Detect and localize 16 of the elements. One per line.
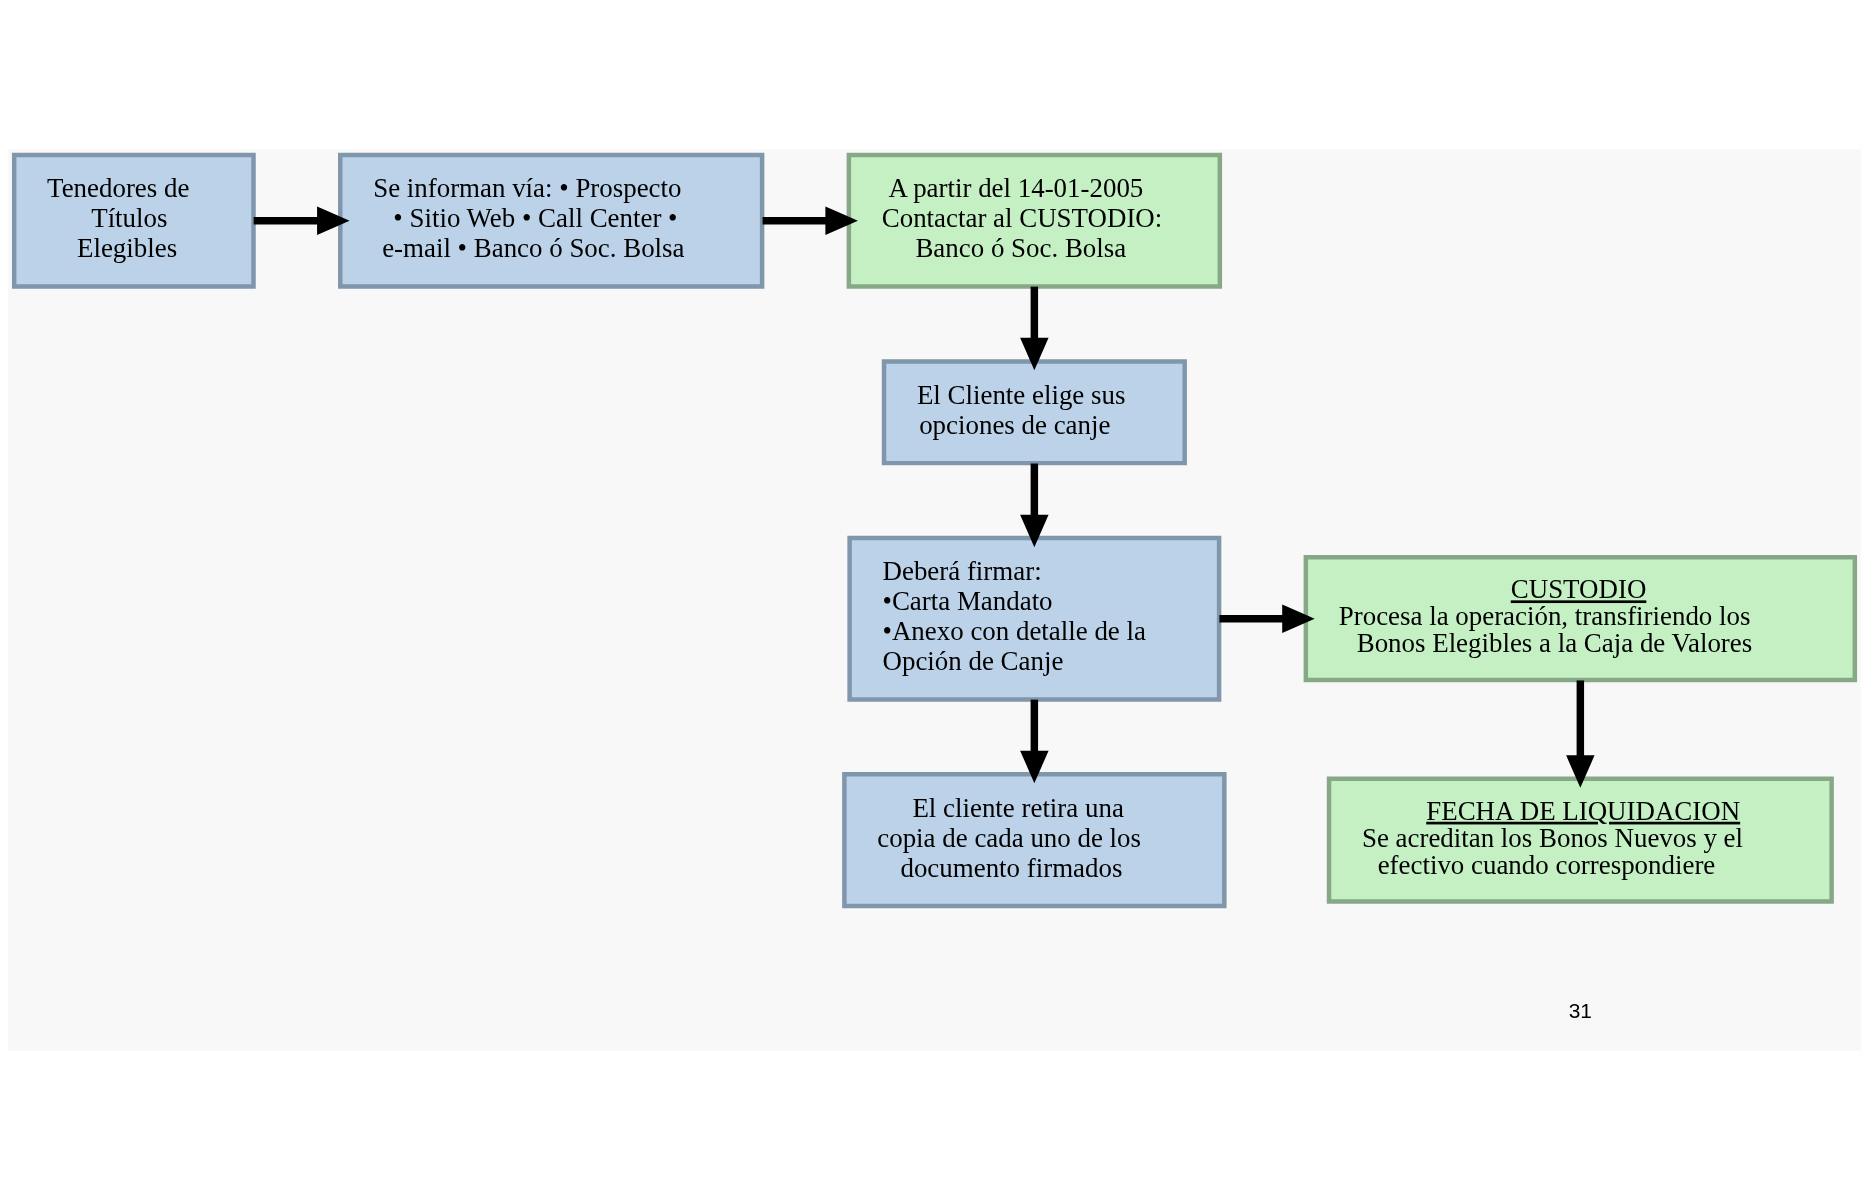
arrow <box>1566 680 1595 788</box>
arrow <box>1020 463 1049 548</box>
arrow <box>762 206 858 236</box>
node-box: Se informan vía: • Prospecto • Sitio Web • Call Center • e-mail • Banco ó Soc. Bolsa <box>338 152 765 289</box>
arrow <box>1020 286 1049 371</box>
node-box: CUSTODIO Procesa la operación, transfiriendo los Bonos Elegibles a la Caja de Valores <box>1303 555 1858 683</box>
label: 31 <box>1568 999 1592 1023</box>
node-box: FECHA DE LIQUIDACION Se acreditan los Bonos Nuevos y el efectivo cuando correspondiere <box>1326 776 1834 904</box>
node-box: Tenedores de Títulos Elegibles <box>11 152 256 289</box>
node-box: El Cliente elige sus opciones de canje <box>881 359 1187 466</box>
arrow <box>1219 604 1315 633</box>
node-box: Deberá firmar: •Carta Mandato •Anexo con detalle de la Opción de Canje <box>847 535 1222 702</box>
node-box: A partir del 14-01-2005 Contactar al CUSTODIO: Banco ó Soc. Bolsa <box>846 152 1223 289</box>
node-box: El cliente retira una copia de cada uno de los documento firmados <box>842 772 1227 909</box>
arrow <box>253 206 350 236</box>
arrow <box>1020 699 1049 784</box>
